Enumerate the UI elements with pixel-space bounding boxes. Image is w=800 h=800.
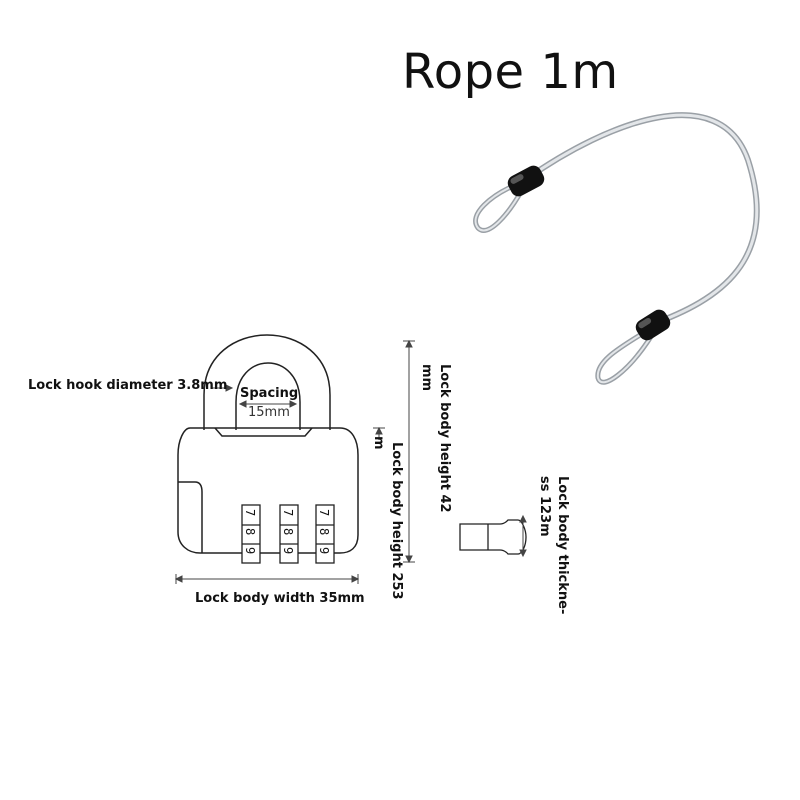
- label-body-height-25-line2: m: [371, 436, 386, 450]
- label-hook-diameter: Lock hook diameter 3.8mm: [28, 378, 228, 393]
- dial-2-digit-bot: 9: [281, 547, 295, 554]
- dial-1-digit-top: 7: [243, 509, 257, 516]
- dial-1-digit-mid: 8: [243, 528, 257, 535]
- cable-rope: [473, 112, 760, 385]
- dial-3-digit-bot: 9: [317, 547, 331, 554]
- dial-1: [241, 504, 261, 564]
- dial-3-digit-mid: 8: [317, 528, 331, 535]
- label-spacing: Spacing: [240, 386, 299, 401]
- thickness-dimension: [519, 514, 527, 558]
- label-body-height-42-line2: mm: [419, 364, 434, 392]
- height-42-dimension: [403, 339, 415, 564]
- dial-2-digit-top: 7: [281, 509, 295, 516]
- width-dimension: [174, 574, 360, 584]
- dial-1-digit-bot: 9: [243, 547, 257, 554]
- label-spacing-value: 15mm: [248, 405, 290, 420]
- side-view-drawing: [459, 519, 527, 555]
- hook-diameter-arrow: [212, 384, 234, 392]
- dial-3: [315, 504, 335, 564]
- label-thickness-line1: Lock body thickne-: [555, 476, 570, 615]
- dial-2: [279, 504, 299, 564]
- padlock-drawing: [177, 334, 359, 554]
- label-body-width: Lock body width 35mm: [195, 591, 365, 606]
- cable-ferrule-top: [507, 165, 545, 197]
- dial-3-digit-top: 7: [317, 509, 331, 516]
- spacing-arrow: [238, 400, 298, 408]
- label-thickness-line2: ss 123m: [537, 476, 552, 537]
- dial-digits: 7 8 9 7 8 9 7 8 9: [243, 509, 331, 554]
- height-25-dimension: [373, 426, 385, 440]
- title: Rope 1m: [402, 44, 619, 100]
- cable-ferrule-bottom: [635, 309, 671, 341]
- label-body-height-42-line1: Lock body height 42: [437, 364, 452, 513]
- dial-2-digit-mid: 8: [281, 528, 295, 535]
- label-body-height-25-line1: Lock body height 253: [389, 442, 404, 600]
